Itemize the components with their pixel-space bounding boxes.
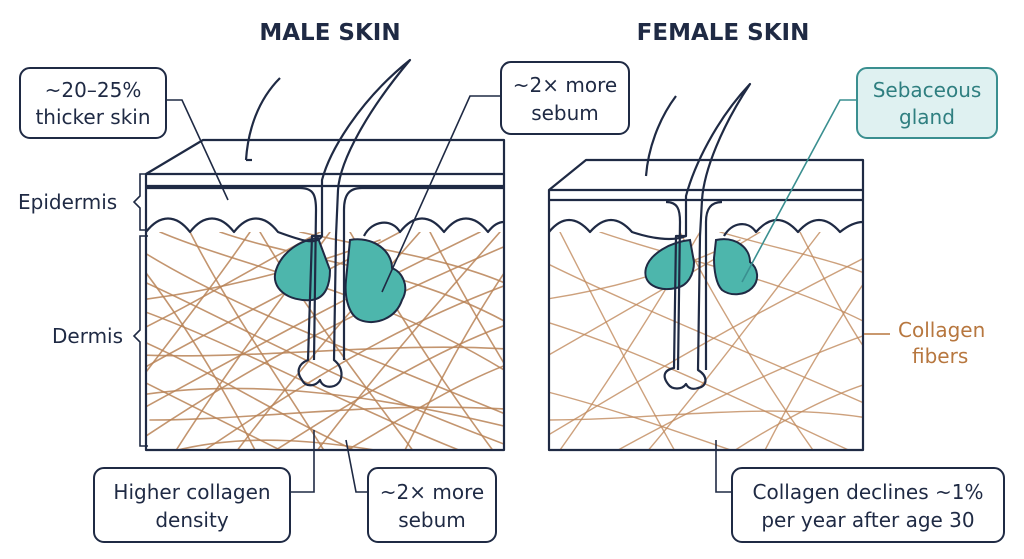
callout-sebaceous-gland: Sebaceous gland [741,67,998,283]
svg-text:Higher collagen: Higher collagen [113,480,270,504]
svg-text:~2× more: ~2× more [513,73,617,97]
callout-sebum-top: ~2× more sebum [381,61,630,293]
dermis-bracket [132,235,148,447]
female-skin-title: FEMALE SKIN [637,20,810,46]
female-skin-block [547,82,865,452]
male-sebaceous-gland-left [273,236,332,302]
epidermis-label: Epidermis [18,190,117,214]
male-sebaceous-gland-right [344,238,407,323]
svg-text:Collagen: Collagen [898,318,985,342]
male-skin-block [144,58,506,452]
female-sebaceous-gland-right [712,238,758,296]
dermis-label: Dermis [52,324,123,348]
callout-thickness: ~20–25% thicker skin [19,67,229,201]
svg-text:sebum: sebum [531,101,599,125]
label-collagen-fibers: Collagen fibers [864,318,985,368]
female-sebaceous-gland-left [644,238,696,290]
callout-sebum-bottom: ~2× more sebum [345,439,497,543]
epidermis-bracket [132,173,148,231]
callout-collagen-density: Higher collagen density [93,430,315,543]
svg-text:per year after age 30: per year after age 30 [761,508,974,532]
svg-text:density: density [155,508,228,532]
svg-text:Sebaceous: Sebaceous [873,78,982,102]
svg-text:~2× more: ~2× more [380,480,484,504]
svg-text:gland: gland [899,105,955,129]
male-skin-title: MALE SKIN [259,20,400,46]
svg-text:~20–25%: ~20–25% [45,78,142,102]
svg-text:fibers: fibers [912,344,968,368]
svg-text:Collagen declines ~1%: Collagen declines ~1% [753,480,984,504]
svg-text:thicker skin: thicker skin [35,105,150,129]
callout-collagen-decline: Collagen declines ~1% per year after age… [715,440,1005,543]
svg-text:sebum: sebum [398,508,466,532]
female-collagen-fibers [549,232,863,450]
